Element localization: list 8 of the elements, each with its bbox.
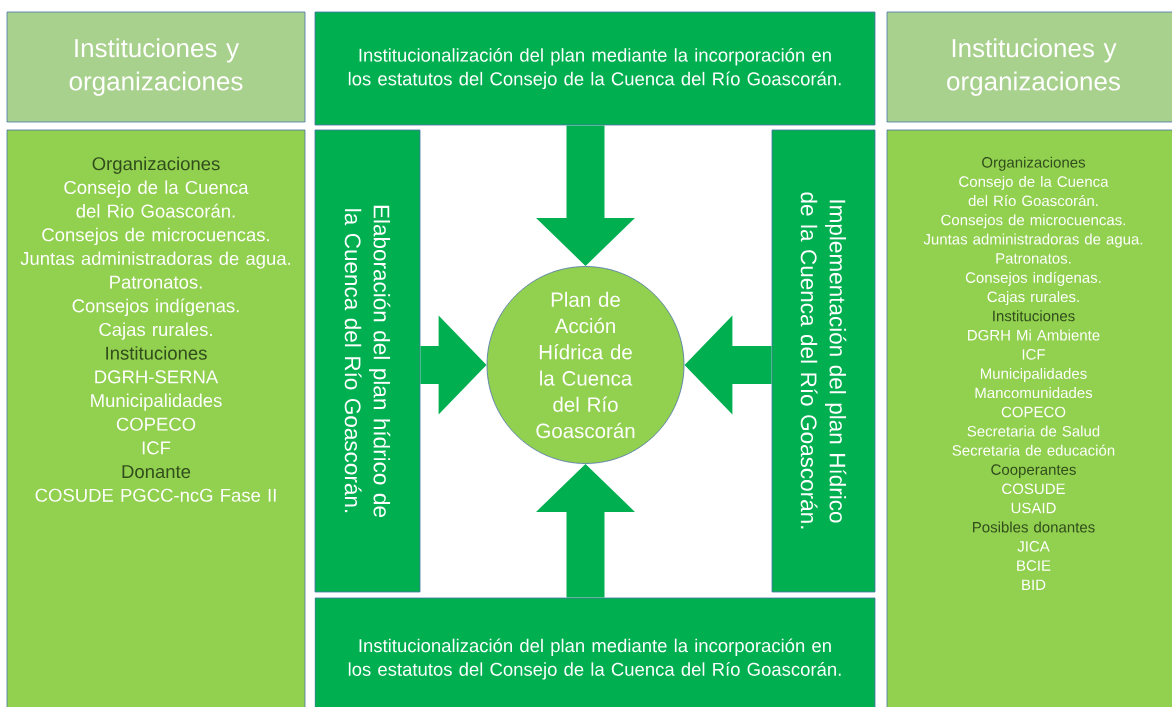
- list-panel: Organizaciones Consejo de la Cuenca del Río Goascorán. Consejos de microcuencas. Juntas administradoras de agua. Patronatos. Consejos indígenas. Cajas rurales. Instituciones DGRH Mi Ambiente ICF Municipalidades Mancomunidades COPECO Secretaria de Salud Secretaria de educación Cooperantes COSUDE USAID Posibles donantes JICA BCIE BID: [886, 129, 1172, 707]
- list-panel: Organizaciones Consejo de la Cuenca del Rio Goascorán. Consejos de microcuencas. Juntas administradoras de agua. Patronatos. Consejos indígenas. Cajas rurales. Instituciones DGRH-SERNA Municipalidades COPECO ICF Donante COSUDE PGCC-ncG Fase II: [6, 129, 306, 707]
- process-band: Elaboración del plan hídrico de la Cuenca del Río Goascorán.: [314, 129, 421, 593]
- header-box: Instituciones y organizaciones: [6, 11, 306, 123]
- process-band: Institucionalización del plan mediante la incorporación en los estatutos del Consejo de la Cuenca del Río Goascorán.: [314, 597, 876, 707]
- header-box: Instituciones y organizaciones: [886, 11, 1172, 123]
- process-band: Implementación del plan Hídrico de la Cuenca del Río Goascorán.: [771, 129, 876, 593]
- process-band: Institucionalización del plan mediante la incorporación en los estatutos del Consejo de la Cuenca del Río Goascorán.: [314, 11, 876, 126]
